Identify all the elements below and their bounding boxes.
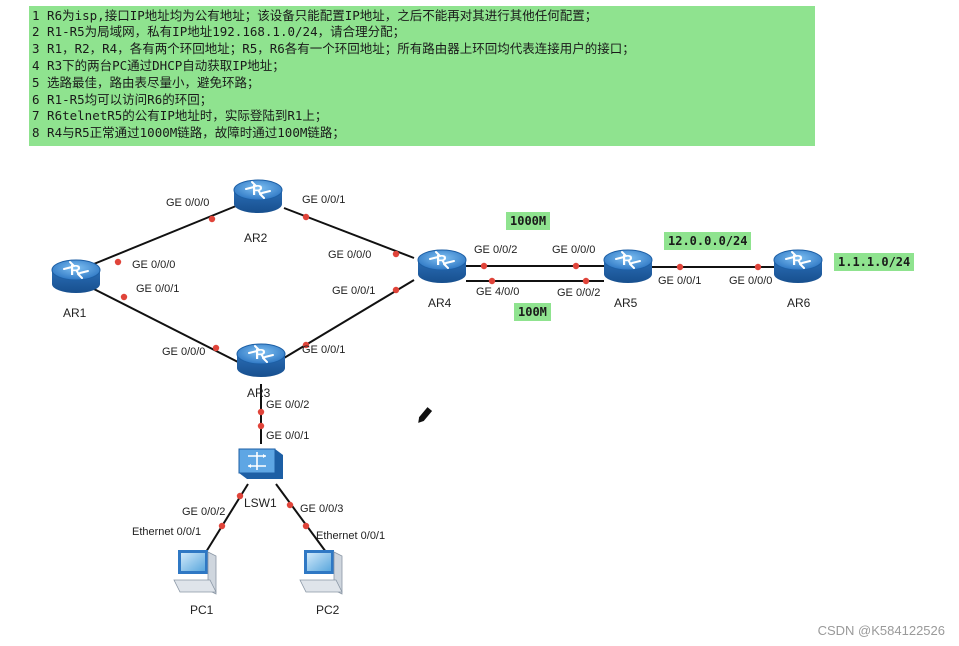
port-label: GE 0/0/0	[552, 244, 596, 256]
port-dot	[286, 501, 294, 509]
port-label: GE 0/0/2	[474, 244, 518, 256]
pc-icon	[299, 550, 343, 595]
requirement-line: 7 R6telnetR5的公有IP地址时，实际登陆到R1上；	[32, 108, 328, 123]
device-label-ar1: AR1	[63, 306, 87, 320]
port-dot	[582, 277, 590, 285]
port-dot	[212, 344, 220, 352]
device-label-ar2: AR2	[244, 231, 268, 245]
port-dot	[480, 262, 488, 270]
port-dot	[754, 263, 762, 271]
tag-net-ar5-ar6: 12.0.0.0/24	[664, 232, 752, 250]
port-label: GE 0/0/0	[729, 275, 773, 287]
port-dot	[392, 286, 400, 294]
requirement-line: 6 R1-R5均可以访问R6的环回；	[32, 92, 213, 107]
port-label: GE 0/0/2	[182, 506, 226, 518]
port-label: Ethernet 0/0/1	[316, 530, 386, 542]
port-label: GE 0/0/1	[266, 430, 310, 442]
port-label: GE 0/0/2	[266, 399, 310, 411]
router-glyph: R	[70, 262, 81, 279]
router-glyph: R	[622, 252, 633, 269]
link-lsw1-pc2	[275, 483, 327, 553]
port-dot	[302, 213, 310, 221]
requirement-line: 4 R3下的两台PC通过DHCP自动获取IP地址；	[32, 58, 285, 73]
device-label-pc2: PC2	[316, 603, 340, 617]
port-label: GE 0/0/0	[132, 259, 176, 271]
router-glyph: R	[255, 346, 266, 363]
router-glyph: R	[792, 252, 803, 269]
pen-cursor-icon	[418, 407, 433, 423]
port-dot	[572, 262, 580, 270]
port-label: GE 0/0/1	[136, 283, 180, 295]
watermark: CSDN @K584122526	[817, 623, 945, 638]
port-label: GE 0/0/1	[658, 275, 702, 287]
port-dot	[392, 250, 400, 258]
device-label-ar5: AR5	[614, 296, 638, 310]
port-label: GE 4/0/0	[476, 286, 520, 298]
requirement-line: 5 选路最佳，路由表尽量小，避免环路；	[32, 75, 260, 90]
port-label: GE 0/0/0	[166, 197, 210, 209]
port-label: GE 0/0/2	[557, 287, 601, 299]
device-label-lsw1: LSW1	[244, 496, 277, 510]
requirement-line: 3 R1，R2，R4，各有两个环回地址；R5，R6各有一个环回地址；所有路由器上…	[32, 41, 635, 56]
requirement-line: 8 R4与R5正常通过1000M链路，故障时通过100M链路；	[32, 125, 345, 140]
router-glyph: R	[436, 252, 447, 269]
port-label: GE 0/0/3	[300, 503, 344, 515]
port-dot	[208, 215, 216, 223]
tag-link-100m: 100M	[514, 303, 551, 321]
device-label-ar3: AR3	[247, 386, 271, 400]
port-label: Ethernet 0/0/1	[132, 526, 202, 538]
port-dot	[114, 258, 122, 266]
port-label: GE 0/0/0	[328, 249, 372, 261]
requirement-line: 1 R6为isp,接口IP地址均为公有地址；该设备只能配置IP地址，之后不能再对…	[32, 8, 598, 23]
port-label: GE 0/0/1	[302, 344, 346, 356]
port-dot	[236, 492, 244, 500]
port-dot	[302, 522, 310, 530]
port-dot	[218, 522, 226, 530]
tag-link-1000m: 1000M	[506, 212, 551, 230]
port-dot	[120, 293, 128, 301]
switch-icon	[238, 448, 283, 479]
port-dot	[676, 263, 684, 271]
device-label-ar4: AR4	[428, 296, 452, 310]
port-dot	[488, 277, 496, 285]
requirements-panel: 1 R6为isp,接口IP地址均为公有地址；该设备只能配置IP地址，之后不能再对…	[29, 6, 815, 146]
port-label: GE 0/0/0	[162, 346, 206, 358]
router-glyph: R	[252, 182, 263, 199]
port-label: GE 0/0/1	[302, 194, 346, 206]
port-dot	[302, 341, 310, 349]
port-label: GE 0/0/1	[332, 285, 376, 297]
device-label-pc1: PC1	[190, 603, 214, 617]
pc-icon	[173, 550, 217, 595]
port-dots	[114, 213, 762, 530]
port-dot	[257, 422, 265, 430]
device-label-ar6: AR6	[787, 296, 811, 310]
tag-net-ar6-loop: 1.1.1.0/24	[834, 253, 915, 271]
requirement-line: 2 R1-R5为局域网，私有IP地址192.168.1.0/24，请合理分配；	[32, 24, 406, 39]
link-ar1-ar3	[83, 283, 239, 363]
port-dot	[257, 408, 265, 416]
